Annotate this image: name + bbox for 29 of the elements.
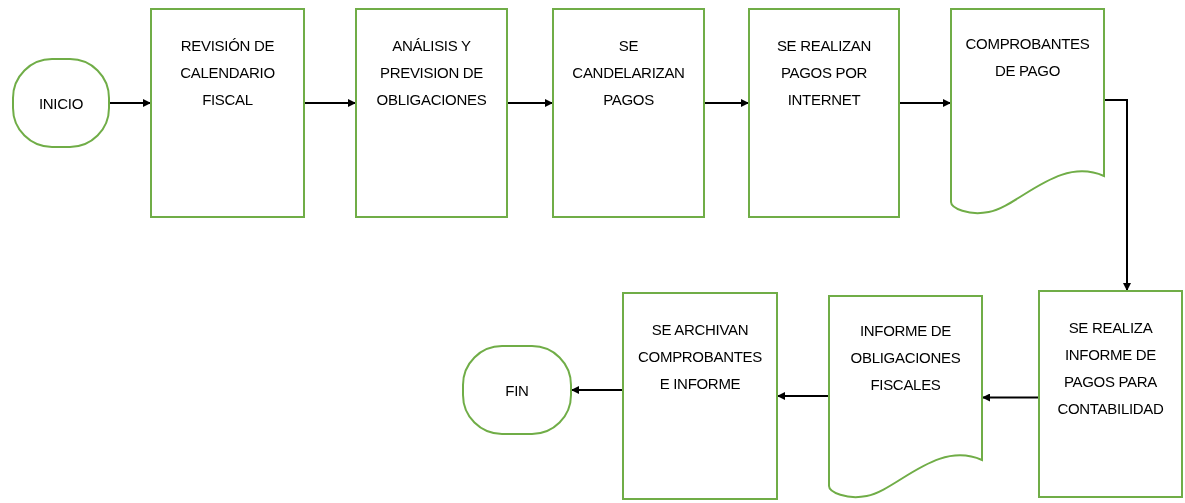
terminal-shape <box>462 345 572 435</box>
document-shape <box>828 295 983 500</box>
node-label: SE REALIZA INFORME DE PAGOS PARA CONTABILIDAD <box>1056 318 1165 419</box>
node-label: COMPROBANTES DE PAGO <box>964 34 1091 81</box>
terminal-shape <box>12 58 110 148</box>
node-label: SE ARCHIVAN COMPROBANTES E INFORME <box>638 320 762 394</box>
process-box <box>622 292 778 500</box>
arrow <box>304 99 356 107</box>
node-label: INFORME DE OBLIGACIONES FISCALES <box>849 321 962 395</box>
node-label: INICIO <box>38 93 83 114</box>
process-box <box>1038 290 1183 498</box>
node-label: ANÁLISIS Y PREVISION DE OBLIGACIONES <box>375 36 488 110</box>
node-label: FIN <box>505 380 529 401</box>
node-label: SE REALIZAN PAGOS POR INTERNET <box>775 36 873 110</box>
process-box <box>552 8 705 218</box>
node-label: REVISIÓN DE CALENDARIO FISCAL <box>179 36 276 110</box>
arrow <box>899 99 951 107</box>
arrow <box>507 99 553 107</box>
node-label: SE CANDELARIZAN PAGOS <box>571 36 686 110</box>
arrow <box>109 99 151 107</box>
arrow <box>704 99 749 107</box>
document-shape <box>950 8 1105 216</box>
arrow <box>982 393 1039 402</box>
arrow <box>1104 99 1131 291</box>
arrow <box>571 386 623 394</box>
process-box <box>355 8 508 218</box>
arrow <box>777 392 829 400</box>
process-box <box>150 8 305 218</box>
process-box <box>748 8 900 218</box>
